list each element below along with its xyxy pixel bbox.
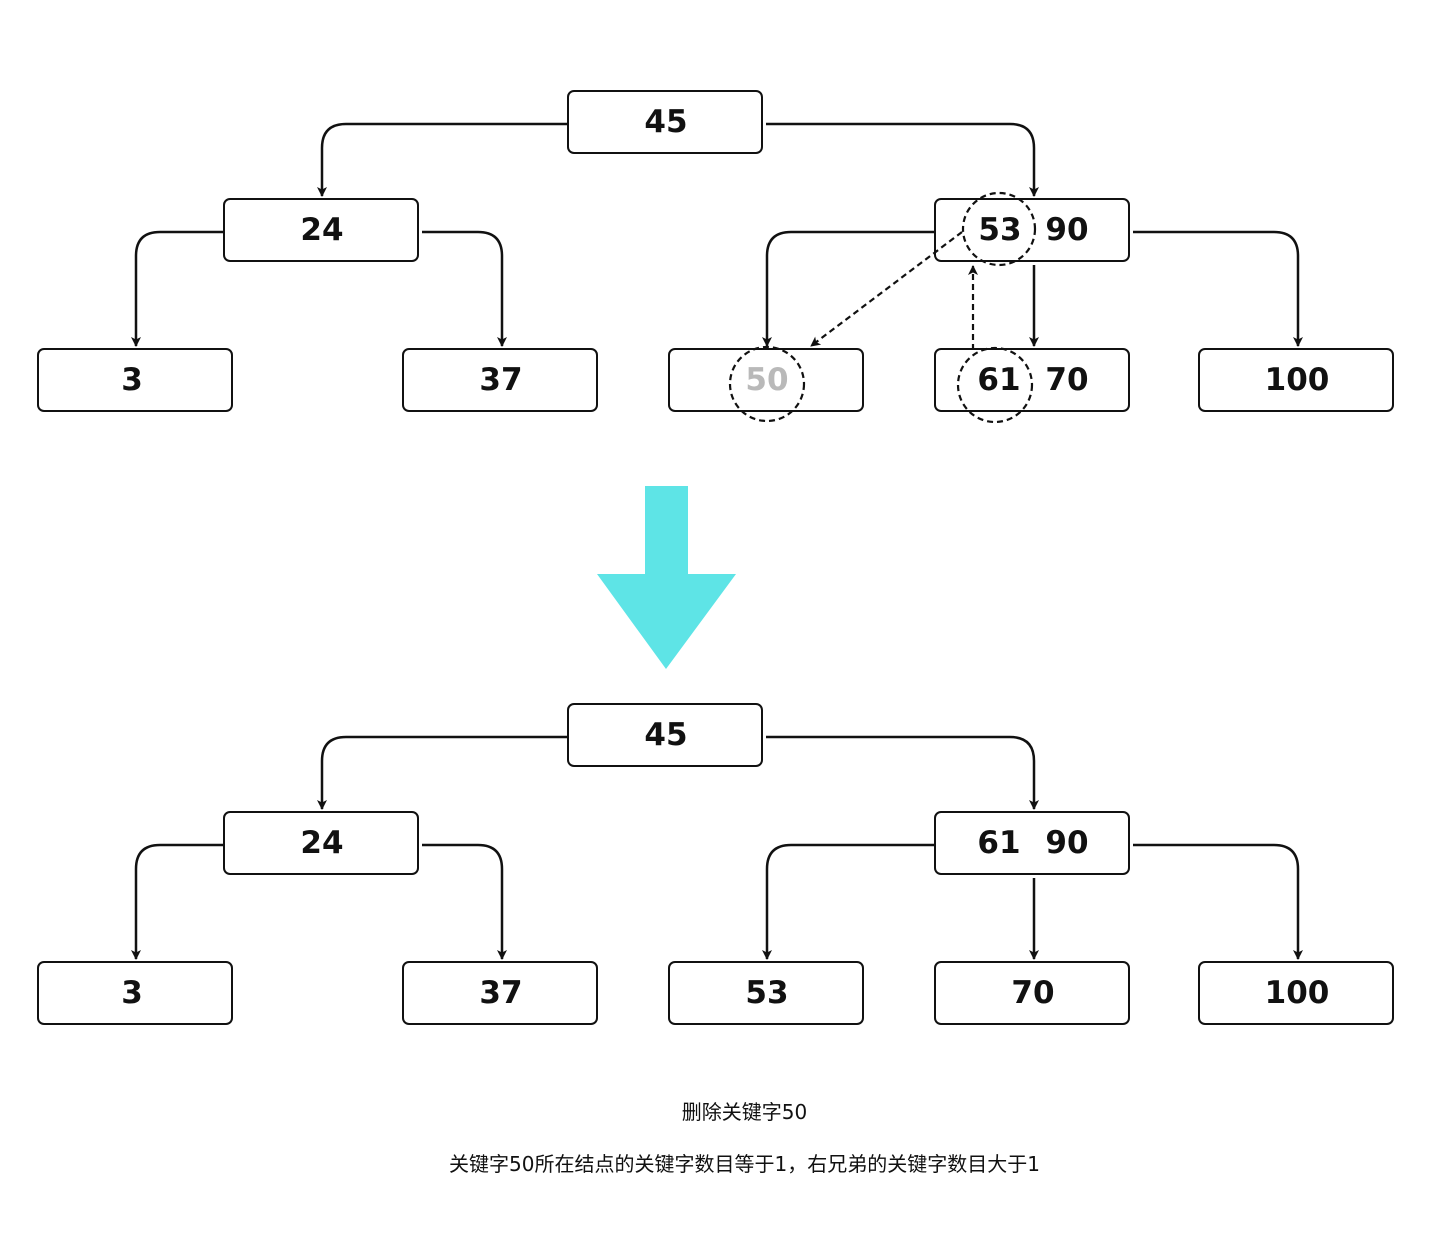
key-61: 61 bbox=[977, 825, 1021, 861]
edge-after-61-90-to-53 bbox=[762, 843, 935, 960]
caption-description: 关键字50所在结点的关键字数目等于1，右兄弟的关键字数目大于1 bbox=[449, 1152, 1040, 1176]
before-node-53-90: 53 90 bbox=[934, 198, 1130, 262]
key: 3 bbox=[121, 362, 143, 398]
edge-45-to-53-90 bbox=[766, 122, 1039, 197]
after-leaf-100: 100 bbox=[1198, 961, 1394, 1025]
before-root-node: 45 bbox=[567, 90, 763, 154]
after-leaf-37: 37 bbox=[402, 961, 598, 1025]
after-node-61-90: 61 90 bbox=[934, 811, 1130, 875]
caption-title: 删除关键字50 bbox=[681, 1100, 808, 1124]
deleted-key-50: 50 bbox=[745, 362, 789, 398]
key: 100 bbox=[1264, 362, 1330, 398]
key-90: 90 bbox=[1045, 825, 1089, 861]
key: 100 bbox=[1264, 975, 1330, 1011]
before-leaf-61-70: 61 70 bbox=[934, 348, 1130, 412]
key: 24 bbox=[300, 212, 344, 248]
after-root-node: 45 bbox=[567, 703, 763, 767]
edge-after-45-to-24 bbox=[317, 735, 567, 810]
key-61: 61 bbox=[977, 362, 1021, 398]
key: 37 bbox=[479, 362, 523, 398]
edge-45-to-24 bbox=[317, 122, 567, 197]
key: 70 bbox=[1011, 975, 1055, 1011]
key: 24 bbox=[300, 825, 344, 861]
edge-53-90-to-50 bbox=[762, 230, 935, 347]
edge-after-45-to-61-90 bbox=[766, 735, 1039, 810]
key: 45 bbox=[644, 717, 688, 753]
after-leaf-3: 3 bbox=[37, 961, 233, 1025]
after-leaf-70: 70 bbox=[934, 961, 1130, 1025]
edge-after-61-90-to-100 bbox=[1133, 843, 1303, 960]
key: 37 bbox=[479, 975, 523, 1011]
key-53: 53 bbox=[978, 212, 1022, 248]
key: 53 bbox=[745, 975, 789, 1011]
edge-53-90-to-100 bbox=[1133, 230, 1303, 347]
edge-24-to-3 bbox=[131, 230, 223, 347]
before-leaf-37: 37 bbox=[402, 348, 598, 412]
before-node-24: 24 bbox=[223, 198, 419, 262]
before-leaf-3: 3 bbox=[37, 348, 233, 412]
key: 3 bbox=[121, 975, 143, 1011]
after-node-24: 24 bbox=[223, 811, 419, 875]
key-90: 90 bbox=[1045, 212, 1089, 248]
before-leaf-100: 100 bbox=[1198, 348, 1394, 412]
after-leaf-53: 53 bbox=[668, 961, 864, 1025]
edge-after-24-to-3 bbox=[131, 843, 223, 960]
key-70: 70 bbox=[1045, 362, 1089, 398]
key: 45 bbox=[644, 104, 688, 140]
edge-after-24-to-37 bbox=[422, 843, 507, 960]
edge-24-to-37 bbox=[422, 230, 507, 347]
before-leaf-50: 50 bbox=[668, 348, 864, 412]
